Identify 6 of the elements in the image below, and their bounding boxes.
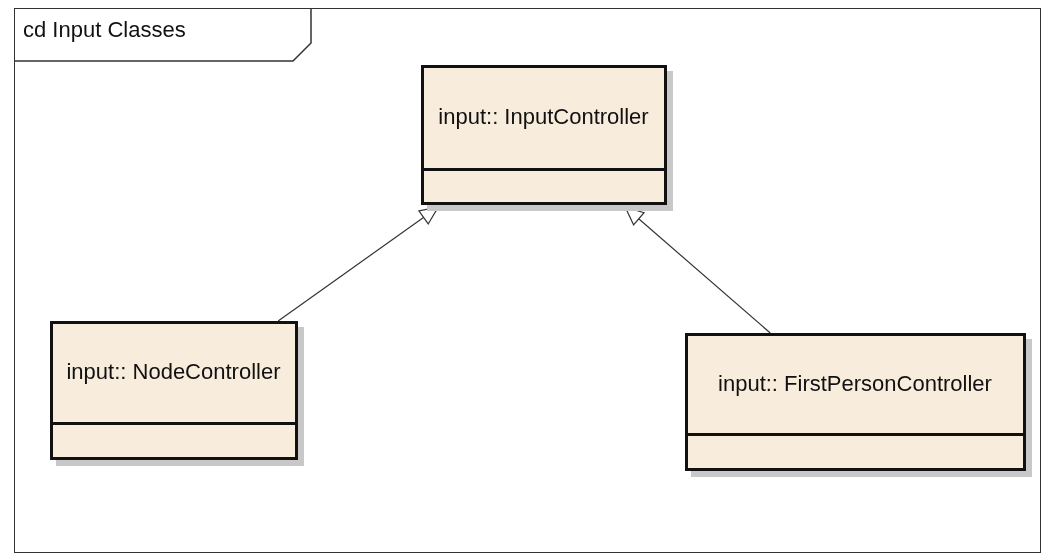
generalization-arrow [277,206,439,322]
class-name: input:: InputController [438,104,649,131]
class-name: input:: FirstPersonController [718,370,992,398]
frame-title: cd Input Classes [23,17,186,43]
diagram-frame [14,8,1041,553]
class-name: input:: NodeController [66,359,281,386]
